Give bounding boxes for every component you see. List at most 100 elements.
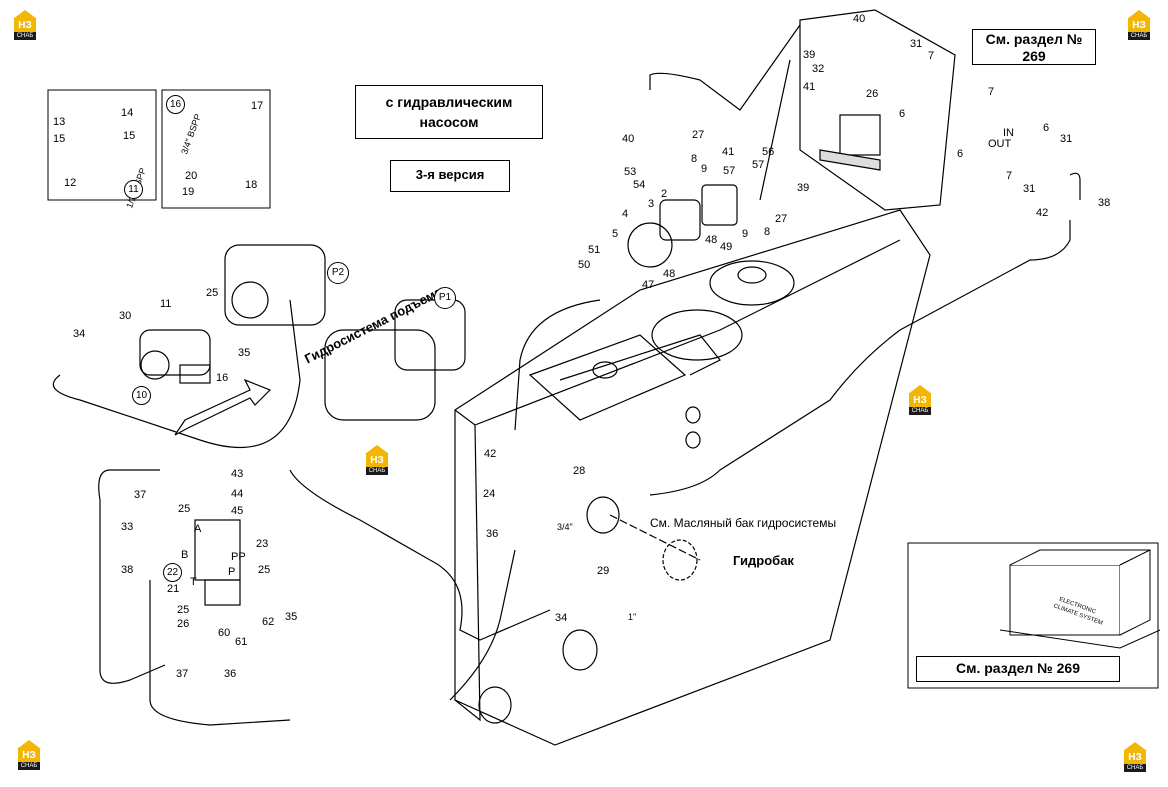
callout-26: 26 (866, 88, 879, 100)
port-b: B (181, 549, 189, 561)
hose-main (289, 469, 551, 641)
pump-p1 (324, 329, 436, 421)
callout-56: 56 (762, 146, 775, 158)
callout-38: 38 (1098, 197, 1111, 209)
circled-11: 11 (124, 180, 143, 199)
size-1-label: 1" (628, 612, 637, 622)
callout-25: 25 (258, 564, 271, 576)
callout-30: 30 (119, 310, 132, 322)
inspection-plate (528, 334, 687, 421)
callout-44: 44 (231, 488, 244, 500)
callout-21: 21 (167, 583, 180, 595)
callout-6: 6 (1043, 122, 1050, 134)
callout-26: 26 (177, 618, 190, 630)
callout-27: 27 (692, 129, 705, 141)
inset-11 (47, 89, 157, 201)
callout-3: 3 (648, 198, 655, 210)
callout-41: 41 (722, 146, 735, 158)
callout-48: 48 (663, 268, 676, 280)
port-p: P (228, 566, 236, 578)
callout-20: 20 (185, 170, 198, 182)
hose-return (52, 299, 301, 449)
callout-47: 47 (642, 279, 655, 291)
in-label: IN (1003, 127, 1014, 139)
hydraulic-pump-box: с гидравлическим насосом (355, 85, 543, 139)
port-t: T (190, 576, 197, 588)
callout-7: 7 (928, 50, 935, 62)
callout-25: 25 (177, 604, 190, 616)
callout-4: 4 (622, 208, 629, 220)
callout-42: 42 (484, 448, 497, 460)
callout-40: 40 (622, 133, 635, 145)
callout-12: 12 (64, 177, 77, 189)
callout-53: 53 (624, 166, 637, 178)
motor-10 (139, 329, 211, 376)
callout-48: 48 (705, 234, 718, 246)
callout-37: 37 (134, 489, 147, 501)
callout-11: 11 (160, 298, 172, 310)
port-a: A (194, 523, 202, 535)
circled-10: 10 (132, 386, 151, 405)
callout-45: 45 (231, 505, 244, 517)
callout-14: 14 (121, 107, 134, 119)
callout-17: 17 (251, 100, 264, 112)
hydrotank-label: Гидробак (733, 553, 794, 568)
callout-34: 34 (73, 328, 86, 340)
callout-38: 38 (121, 564, 134, 576)
ac-frame (799, 9, 956, 211)
callout-8: 8 (691, 153, 698, 165)
callout-15: 15 (53, 133, 66, 145)
pump-p2 (224, 244, 326, 326)
callout-54: 54 (633, 179, 646, 191)
circled-22: 22 (163, 563, 182, 582)
filler-cap (709, 260, 795, 306)
callout-7: 7 (1006, 170, 1013, 182)
oil-tank-label: См. Масляный бак гидросистемы (650, 516, 837, 530)
callout-40: 40 (853, 13, 866, 25)
callout-9: 9 (742, 228, 749, 240)
callout-25: 25 (178, 503, 191, 515)
out-label: OUT (988, 138, 1012, 150)
callout-25: 25 (206, 287, 219, 299)
callout-31: 31 (1060, 133, 1073, 145)
pump-p1-label: P1 (434, 287, 456, 309)
pump-p2-label: P2 (327, 262, 349, 284)
callout-35: 35 (285, 611, 298, 623)
see-section-bottom-box: См. раздел № 269 (916, 656, 1120, 682)
callout-23: 23 (256, 538, 269, 550)
callout-28: 28 (573, 465, 586, 477)
callout-32: 32 (812, 63, 825, 75)
port-pp: PP (231, 551, 246, 563)
tank-cover (651, 309, 743, 361)
inset-ac (907, 542, 1159, 689)
callout-51: 51 (588, 244, 601, 256)
callout-43: 43 (231, 468, 244, 480)
callout-31: 31 (910, 38, 923, 50)
callout-31: 31 (1023, 183, 1036, 195)
callout-6: 6 (957, 148, 964, 160)
callout-19: 19 (182, 186, 195, 198)
inset-16 (161, 89, 271, 209)
callout-18: 18 (245, 179, 258, 191)
callout-36: 36 (486, 528, 499, 540)
callout-39: 39 (803, 49, 816, 61)
callout-41: 41 (803, 81, 816, 93)
callout-6: 6 (899, 108, 906, 120)
callout-42: 42 (1036, 207, 1049, 219)
callout-15: 15 (123, 130, 136, 142)
callout-50: 50 (578, 259, 591, 271)
callout-49: 49 (720, 241, 733, 253)
circled-16: 16 (166, 95, 185, 114)
callout-33: 33 (121, 521, 134, 533)
callout-24: 24 (483, 488, 496, 500)
size-3-4-label: 3/4" (557, 522, 573, 532)
callout-39: 39 (797, 182, 810, 194)
callout-36: 36 (224, 668, 237, 680)
callout-5: 5 (612, 228, 619, 240)
